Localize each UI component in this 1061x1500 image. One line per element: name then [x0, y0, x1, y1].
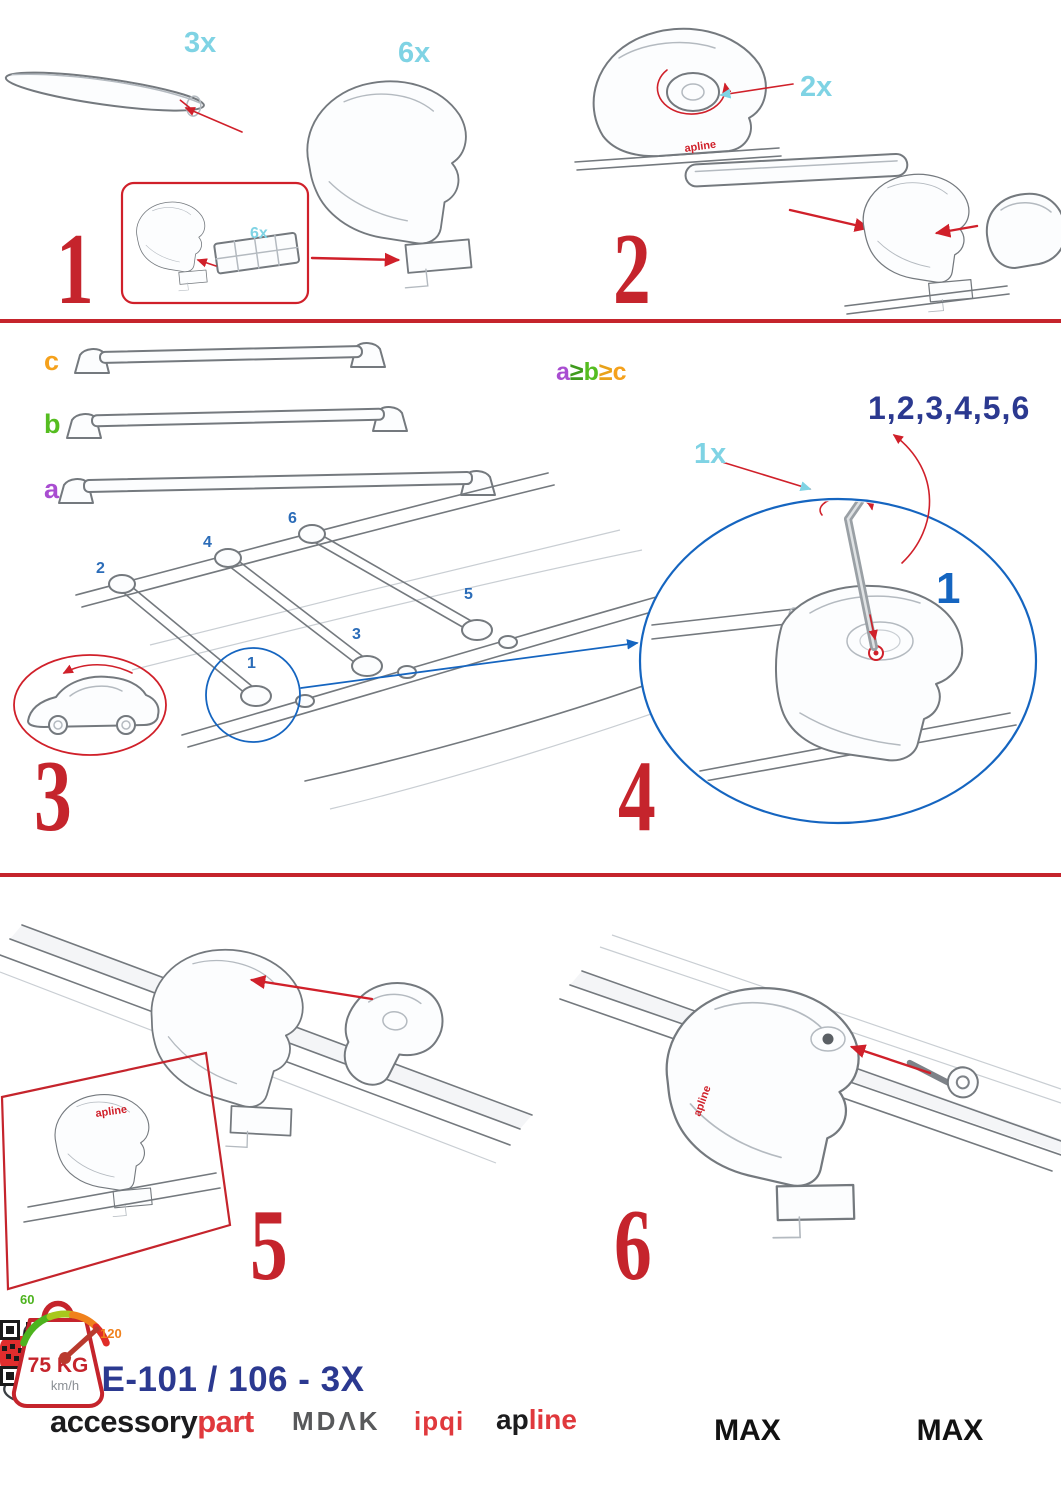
- speed-low-label: 60: [20, 1292, 34, 1307]
- key-quantity-arrow: [721, 461, 812, 492]
- section-divider-2: [0, 873, 1061, 877]
- bar-into-foot: [684, 152, 1061, 315]
- car-direction-arrow: [62, 664, 133, 674]
- inset-frame: [0, 1051, 232, 1291]
- brand-ipqi: ipqi: [414, 1406, 465, 1436]
- bar-quantity-label: 3x: [184, 27, 216, 59]
- pad-to-foot-arrow: [310, 252, 401, 267]
- car-inset: [13, 654, 167, 756]
- step2-number: 2: [613, 213, 651, 322]
- steps-1-2-panel: 3x 6x 6x 1: [4, 27, 1061, 322]
- section-divider-1: [0, 319, 1061, 323]
- zoom-content: [651, 501, 1017, 784]
- knob-quantity-arrow: [719, 83, 794, 99]
- foot-illustration: [306, 80, 473, 289]
- weight-max-label: MAX: [714, 1414, 781, 1447]
- key-quantity-label: 1x: [694, 438, 726, 470]
- brand-mdak: MDΛK: [292, 1406, 381, 1436]
- step2-illustration: apline 2x 2: [574, 27, 1061, 322]
- bar-pointer-arrow: [184, 107, 243, 133]
- tighten-arrow: [868, 614, 878, 641]
- needle: [62, 1326, 100, 1361]
- first-position-number: 1: [936, 564, 960, 613]
- step6-illustration: apline 6: [559, 934, 1061, 1292]
- foot-quantity-label: 6x: [398, 37, 430, 69]
- bar-size-b: b: [44, 406, 408, 439]
- steps-5-6-panel: apline 5 apline 6: [0, 924, 1061, 1292]
- foot-on-rail: [133, 938, 316, 1156]
- key-rotate-arrow: [819, 501, 876, 516]
- cover-attach-arrow: [249, 975, 374, 1001]
- position-6: 6: [288, 510, 297, 527]
- step6-number: 6: [614, 1189, 652, 1292]
- size-formula: a≥b≥c: [556, 358, 627, 386]
- brand-part: part: [197, 1404, 254, 1439]
- bar-insert-arrow: [788, 208, 871, 232]
- speed-max-label: MAX: [916, 1414, 984, 1447]
- inset-view: apline: [0, 1051, 232, 1291]
- zoom-leader-arrow: [300, 639, 639, 689]
- keyhole: [810, 1026, 846, 1052]
- brand-accessorypart: accessorypart: [50, 1404, 254, 1440]
- bar-size-c: c: [44, 342, 386, 376]
- roof-crossbar-front: [108, 574, 272, 707]
- foot-with-knob: [574, 27, 782, 171]
- position-2: 2: [96, 560, 105, 577]
- crossbar-profile: [4, 71, 205, 117]
- foot-brand-mark: apline: [684, 139, 717, 155]
- speed-high-label: 120: [100, 1326, 122, 1341]
- step1-number: 1: [56, 213, 94, 322]
- step4-number: 4: [618, 740, 656, 853]
- roof-overview: 2 4 6 1 3 5: [75, 472, 707, 810]
- step1-illustration: 3x 6x 6x 1: [4, 27, 473, 322]
- tighten-order-label: 1,2,3,4,5,6: [868, 390, 1030, 426]
- roof-crossbar-middle: [214, 548, 383, 677]
- rubber-pad: [213, 231, 300, 275]
- position-4: 4: [203, 534, 212, 551]
- speedometer-icon: 60 120 km/h: [20, 1292, 122, 1393]
- lock-key: [906, 1059, 979, 1099]
- knob-rotate-arrow: [656, 69, 732, 115]
- inset-brand-mark: apline: [95, 1104, 128, 1120]
- size-c-label: c: [44, 346, 59, 376]
- pad-detail-box: 6x: [120, 181, 310, 305]
- step5-number: 5: [250, 1189, 288, 1292]
- position-3: 3: [352, 626, 361, 643]
- position-5: 5: [464, 586, 473, 603]
- locked-foot: [654, 980, 871, 1245]
- roof-crossbar-rear: [298, 524, 493, 641]
- allen-key: [844, 501, 878, 651]
- order-arrow: [892, 434, 931, 564]
- max-weight-value: 75 KG: [28, 1354, 89, 1377]
- key-insert-arrow: [849, 1044, 932, 1075]
- position-1: 1: [247, 655, 256, 672]
- step4-illustration: 1 1,2,3,4,5,6 1x 4: [618, 390, 1038, 853]
- apline-ap: ap: [496, 1404, 529, 1435]
- steps-3-4-panel: c b a a≥b≥c: [13, 342, 1038, 853]
- cap-attach-arrow: [934, 223, 979, 238]
- foot1-highlight-circle: [205, 647, 301, 743]
- step5-illustration: apline 5: [0, 924, 533, 1292]
- apline-line: line: [528, 1404, 577, 1435]
- size-b-label: b: [44, 409, 61, 439]
- pad-quantity-label: 6x: [250, 225, 268, 242]
- cover-piece: [343, 982, 444, 1086]
- knob-quantity-label: 2x: [800, 71, 832, 103]
- step3-number: 3: [34, 740, 72, 853]
- end-cap-piece: [985, 192, 1061, 269]
- size-a-label: a: [44, 474, 60, 504]
- speed-unit-label: km/h: [51, 1378, 79, 1393]
- bar-size-a: a: [44, 470, 496, 504]
- brand-apline: apline: [496, 1404, 577, 1436]
- brand-accessory: accessory: [50, 1404, 198, 1439]
